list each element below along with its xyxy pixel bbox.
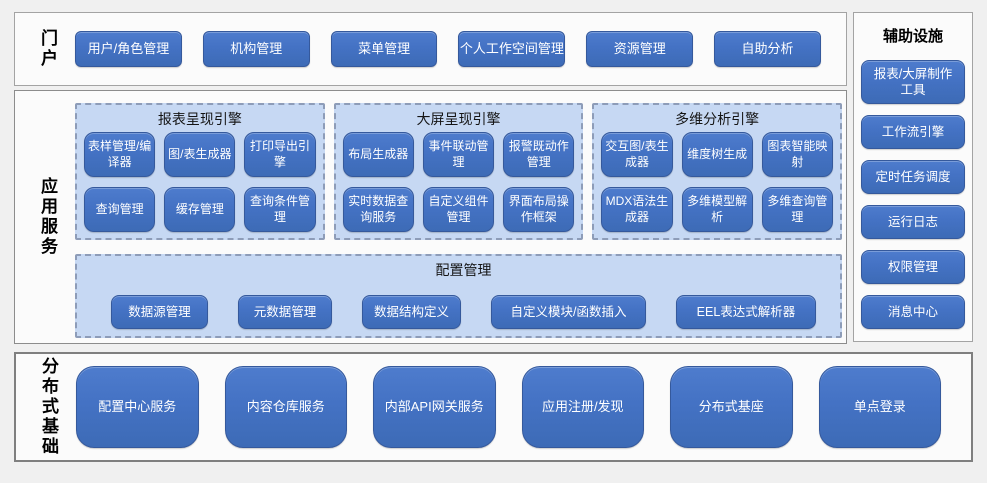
report-rendering-engine-grid: 表样管理/编译器 图/表生成器 打印导出引擎 查询管理 缓存管理 查询条件管理 — [84, 132, 316, 232]
portal-block-personal-workspace-mgmt: 个人工作空间管理 — [458, 31, 566, 67]
block-app-registration-discovery: 应用注册/发现 — [521, 366, 644, 448]
block-query-condition-mgmt: 查询条件管理 — [244, 187, 316, 232]
report-rendering-engine-title: 报表呈现引擎 — [157, 111, 242, 127]
auxiliary-facilities-section: 辅助设施 报表/大屏制作工具 工作流引擎 定时任务调度 运行日志 权限管理 消息… — [853, 12, 973, 342]
block-report-style-mgmt-compiler: 表样管理/编译器 — [84, 132, 156, 177]
block-custom-module-function-insert: 自定义模块/函数插入 — [491, 295, 646, 329]
block-chart-smart-mapping: 图表智能映射 — [761, 132, 834, 177]
block-multidim-query-mgmt: 多维查询管理 — [761, 187, 834, 232]
block-metadata-mgmt: 元数据管理 — [238, 295, 332, 329]
block-eel-expression-parser: EEL表达式解析器 — [676, 295, 816, 329]
distributed-base-section: 分布式基础 配置中心服务 内容仓库服务 内部API网关服务 应用注册/发现 分布… — [14, 352, 973, 462]
block-dimension-tree-generation: 维度树生成 — [681, 132, 753, 177]
app-services-section-label: 应用服务 — [38, 177, 57, 257]
portal-block-org-mgmt: 机构管理 — [202, 31, 310, 67]
engines-row: 报表呈现引擎 表样管理/编译器 图/表生成器 打印导出引擎 查询管理 缓存管理 … — [75, 103, 843, 240]
portal-section-label: 门户 — [38, 29, 57, 69]
report-rendering-engine-group: 报表呈现引擎 表样管理/编译器 图/表生成器 打印导出引擎 查询管理 缓存管理 … — [75, 103, 325, 240]
block-chart-table-generator: 图/表生成器 — [164, 132, 236, 177]
block-layout-generator: 布局生成器 — [342, 132, 414, 177]
block-scheduled-task-scheduling: 定时任务调度 — [861, 160, 965, 194]
multidim-analysis-engine-grid: 交互图/表生成器 维度树生成 图表智能映射 MDX语法生成器 多维模型解析 多维… — [601, 132, 834, 232]
block-permission-mgmt: 权限管理 — [861, 250, 965, 284]
block-mdx-syntax-generator: MDX语法生成器 — [601, 187, 673, 232]
block-realtime-data-query-service: 实时数据查询服务 — [342, 187, 414, 232]
block-report-bigscreen-authoring-tool: 报表/大屏制作工具 — [861, 60, 965, 104]
config-mgmt-title: 配置管理 — [435, 262, 492, 278]
bigscreen-rendering-engine-title: 大屏呈现引擎 — [416, 111, 501, 127]
block-event-linkage-mgmt: 事件联动管理 — [422, 132, 495, 177]
distributed-base-section-label: 分布式基础 — [39, 357, 58, 457]
config-mgmt-group: 配置管理 数据源管理 元数据管理 数据结构定义 自定义模块/函数插入 EEL表达… — [75, 254, 842, 338]
distributed-base-row: 配置中心服务 内容仓库服务 内部API网关服务 应用注册/发现 分布式基座 单点… — [16, 354, 971, 460]
portal-section: 门户 用户/角色管理 机构管理 菜单管理 个人工作空间管理 资源管理 自助分析 — [14, 12, 847, 86]
bigscreen-rendering-engine-group: 大屏呈现引擎 布局生成器 事件联动管理 报警既动作管理 实时数据查询服务 自定义… — [333, 103, 584, 240]
block-config-center-service: 配置中心服务 — [76, 366, 199, 448]
portal-block-user-role-mgmt: 用户/角色管理 — [75, 31, 182, 67]
multidim-analysis-engine-title: 多维分析引擎 — [675, 111, 760, 127]
auxiliary-facilities-column: 报表/大屏制作工具 工作流引擎 定时任务调度 运行日志 权限管理 消息中心 — [861, 60, 965, 329]
block-distributed-base: 分布式基座 — [670, 366, 793, 448]
portal-block-resource-mgmt: 资源管理 — [586, 31, 694, 67]
block-cache-mgmt: 缓存管理 — [164, 187, 236, 232]
auxiliary-facilities-title: 辅助设施 — [882, 28, 943, 45]
portal-row: 用户/角色管理 机构管理 菜单管理 个人工作空间管理 资源管理 自助分析 — [15, 13, 846, 85]
block-datasource-mgmt: 数据源管理 — [111, 295, 208, 329]
block-custom-component-mgmt: 自定义组件管理 — [422, 187, 495, 232]
block-data-structure-definition: 数据结构定义 — [362, 295, 461, 329]
config-mgmt-row: 数据源管理 元数据管理 数据结构定义 自定义模块/函数插入 EEL表达式解析器 — [111, 295, 816, 329]
app-services-section: 应用服务 报表呈现引擎 表样管理/编译器 图/表生成器 打印导出引擎 查询管理 … — [14, 90, 847, 344]
multidim-analysis-engine-group: 多维分析引擎 交互图/表生成器 维度树生成 图表智能映射 MDX语法生成器 多维… — [592, 103, 843, 240]
block-interactive-chart-generator: 交互图/表生成器 — [601, 132, 673, 177]
block-single-sign-on: 单点登录 — [818, 366, 941, 448]
block-message-center: 消息中心 — [861, 295, 965, 329]
bigscreen-rendering-engine-grid: 布局生成器 事件联动管理 报警既动作管理 实时数据查询服务 自定义组件管理 界面… — [342, 132, 575, 232]
block-ui-layout-operation-framework: 界面布局操作框架 — [503, 187, 575, 232]
block-workflow-engine: 工作流引擎 — [861, 115, 965, 149]
block-query-mgmt: 查询管理 — [84, 187, 156, 232]
block-print-export-engine: 打印导出引擎 — [244, 132, 316, 177]
block-run-log: 运行日志 — [861, 205, 965, 239]
portal-block-menu-mgmt: 菜单管理 — [330, 31, 438, 67]
block-multidim-model-parsing: 多维模型解析 — [681, 187, 753, 232]
block-content-repository-service: 内容仓库服务 — [224, 366, 347, 448]
block-internal-api-gateway-service: 内部API网关服务 — [373, 366, 496, 448]
block-alarm-action-mgmt: 报警既动作管理 — [503, 132, 575, 177]
portal-block-self-service-analysis: 自助分析 — [714, 31, 821, 67]
